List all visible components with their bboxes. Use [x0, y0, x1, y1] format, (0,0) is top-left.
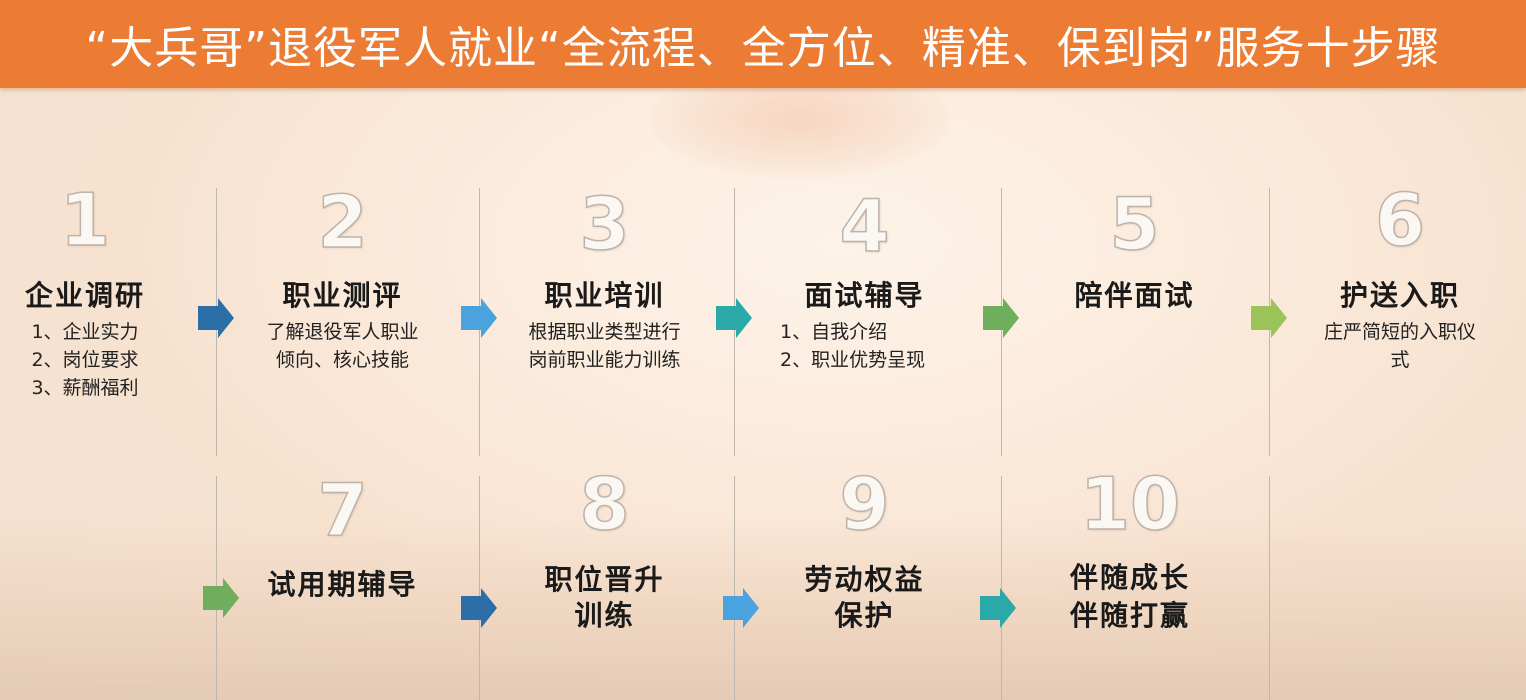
step-title: 职业测评 [282, 279, 403, 312]
step-9: 9 劳动权益 保护 [762, 461, 967, 692]
step-title: 护送入职 [1339, 279, 1460, 312]
step-description: 根据职业类型进行 岗前职业能力训练 [528, 321, 681, 371]
step-title: 陪伴面试 [1074, 279, 1195, 312]
step-number: 2 [317, 179, 369, 265]
step-title: 训练 [574, 599, 635, 632]
step-title: 伴随成长 [1069, 561, 1190, 594]
step-number: 6 [1374, 177, 1426, 263]
step-number: 8 [579, 461, 631, 547]
step-10: 10 伴随成长 伴随打赢 [1020, 461, 1240, 692]
divider [1001, 476, 1002, 700]
step-7: 7 试用期辅导 [240, 462, 445, 692]
step-title: 伴随打赢 [1069, 599, 1190, 632]
chevron-arrow-icon [716, 298, 752, 338]
step-8: 8 职位晋升 训练 [502, 461, 707, 692]
step-title: 保护 [834, 599, 895, 632]
step-title: 企业调研 [24, 279, 145, 312]
divider [734, 476, 735, 700]
step-4: 4 面试辅导 1、自我介绍 2、职业优势呈现 [762, 170, 967, 430]
page-title: “大兵哥”退役军人就业“全流程、全方位、精准、保到岗”服务十步骤 [85, 23, 1441, 74]
step-number: 1 [59, 177, 111, 263]
chevron-arrow-icon [980, 588, 1016, 628]
step-5: 5 陪伴面试 [1032, 170, 1237, 430]
step-title: 面试辅导 [804, 279, 925, 312]
step-number: 7 [317, 467, 369, 553]
step-number: 5 [1109, 181, 1161, 267]
chevron-arrow-icon [461, 298, 497, 338]
great-wall-background [0, 520, 1526, 700]
step-number: 9 [839, 461, 891, 547]
step-title: 劳动权益 [804, 563, 925, 596]
step-3: 3 职业培训 根据职业类型进行 岗前职业能力训练 [502, 170, 707, 430]
step-description: 1、自我介绍 2、职业优势呈现 [780, 321, 926, 371]
step-description: 了解退役军人职业 倾向、核心技能 [266, 321, 419, 371]
step-description: 庄严简短的入职仪 式 [1323, 321, 1476, 371]
step-title: 职位晋升 [544, 563, 665, 596]
header-banner: “大兵哥”退役军人就业“全流程、全方位、精准、保到岗”服务十步骤 [0, 0, 1526, 88]
chevron-arrow-icon [723, 588, 759, 628]
divider [1269, 476, 1270, 700]
step-title: 职业培训 [544, 279, 665, 312]
step-2: 2 职业测评 了解退役军人职业 倾向、核心技能 [240, 170, 445, 430]
step-number: 3 [579, 181, 631, 267]
step-1: 1 企业调研 1、企业实力 2、岗位要求 3、薪酬福利 [0, 170, 170, 430]
step-description: 1、企业实力 2、岗位要求 3、薪酬福利 [31, 321, 139, 399]
chevron-arrow-icon [1251, 298, 1287, 338]
step-number: 4 [839, 183, 891, 269]
step-title: 试用期辅导 [267, 568, 418, 601]
chevron-arrow-icon [198, 298, 234, 338]
chevron-arrow-icon [203, 578, 239, 618]
divider [479, 476, 480, 700]
chevron-arrow-icon [983, 298, 1019, 338]
step-6: 6 护送入职 庄严简短的入职仪 式 [1300, 170, 1500, 430]
chevron-arrow-icon [461, 588, 497, 628]
step-number: 10 [1079, 461, 1181, 547]
